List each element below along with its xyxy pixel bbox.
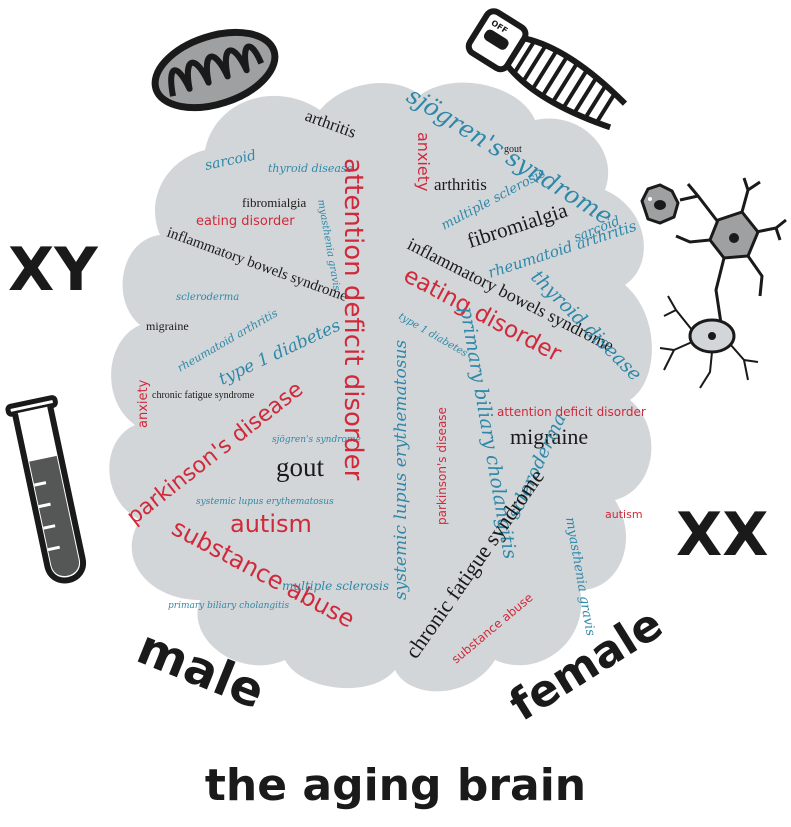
word-right-adhd: attention deficit disorder <box>497 405 646 419</box>
word-left-multiple-sclerosis: multiple sclerosis <box>282 579 389 593</box>
word-left-gout: gout <box>276 452 325 482</box>
word-left-autism: autism <box>230 510 312 538</box>
word-right-lupus: systemic lupus erythematosus <box>391 340 411 600</box>
xy-label: XY <box>8 235 99 305</box>
word-left-chronic-fatigue: chronic fatigue syndrome <box>152 390 255 401</box>
word-left-anxiety: anxiety <box>136 379 151 428</box>
word-right-anxiety: anxiety <box>414 132 433 191</box>
word-right-arthritis: arthritis <box>434 175 487 194</box>
word-left-sjogrens: sjögren's syndrome <box>272 435 361 445</box>
word-right-gout: gout <box>504 144 522 155</box>
word-left-lupus: systemic lupus erythematosus <box>196 497 334 507</box>
word-right-autism: autism <box>605 508 643 521</box>
page-title: the aging brain <box>204 760 587 811</box>
word-left-primary-biliary: primary biliary cholangitis <box>168 601 290 611</box>
word-left-migraine: migraine <box>146 319 189 333</box>
word-left-fibromialgia: fibromialgia <box>242 195 306 210</box>
mitochondrion-icon <box>151 28 279 112</box>
word-left-scleroderma: scleroderma <box>176 292 239 303</box>
brain-outline <box>109 82 652 692</box>
word-right-migraine: migraine <box>510 424 588 449</box>
test-tube-icon <box>5 395 86 584</box>
word-right-parkinsons: parkinson's disease <box>435 407 449 525</box>
word-left-thyroid-disease: thyroid disease <box>268 162 354 175</box>
dna-helix-icon: OFF <box>465 8 628 131</box>
neuron-icon <box>659 177 787 389</box>
word-left-adhd: attention deficit disorder <box>338 158 368 481</box>
xx-label: XX <box>676 500 769 570</box>
immune-cell-icon <box>640 183 680 225</box>
word-left-eating-disorder: eating disorder <box>196 214 295 229</box>
